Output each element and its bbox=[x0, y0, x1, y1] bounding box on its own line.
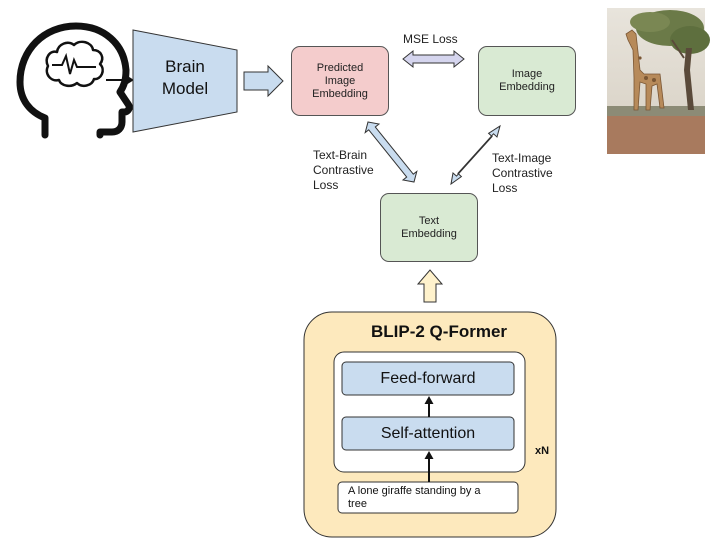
text-embedding: Text Embedding bbox=[380, 193, 478, 262]
predicted-line1: Predicted bbox=[316, 61, 364, 74]
text-image-line2: Contrastive bbox=[492, 166, 553, 180]
brain-model-line2: Model bbox=[161, 79, 209, 98]
repeat-label: xN bbox=[535, 445, 550, 457]
image-embedding: Image Embedding bbox=[478, 46, 576, 116]
text-image-line3: Loss bbox=[492, 181, 518, 195]
text-embedding-line1: Text bbox=[418, 214, 440, 227]
text-brain-loss-label: Text-Brain Contrastive Loss bbox=[313, 148, 374, 193]
predicted-line3: Embedding bbox=[312, 87, 368, 100]
text-brain-line3: Loss bbox=[313, 178, 339, 192]
image-embedding-line2: Embedding bbox=[499, 81, 555, 93]
predicted-image-embedding: Predicted Image Embedding bbox=[291, 46, 389, 116]
caption-text: A lone giraffe standing by a tree bbox=[348, 485, 514, 511]
feed-forward-box bbox=[341, 361, 515, 396]
image-embedding-line1: Image bbox=[511, 68, 543, 80]
caption-line1: A lone giraffe standing by a bbox=[348, 485, 481, 497]
text-embedding-line2: Embedding bbox=[401, 227, 457, 240]
text-image-loss-label: Text-Image Contrastive Loss bbox=[492, 151, 553, 196]
brain-model-shape bbox=[132, 29, 238, 133]
text-brain-line2: Contrastive bbox=[313, 163, 374, 177]
self-attention-label: Self-attention bbox=[380, 424, 476, 442]
text-brain-line1: Text-Brain bbox=[313, 148, 368, 162]
brain-model-line1: Brain bbox=[165, 57, 205, 76]
caption-line2: tree bbox=[348, 498, 367, 510]
brain-model-label: Brain Model bbox=[140, 56, 230, 100]
feed-forward-label: Feed-forward bbox=[380, 369, 476, 387]
predicted-line2: Image bbox=[324, 74, 356, 87]
qformer-title: BLIP-2 Q-Former bbox=[371, 322, 508, 341]
mse-loss-label: MSE Loss bbox=[403, 32, 458, 46]
text-image-line1: Text-Image bbox=[492, 151, 552, 165]
